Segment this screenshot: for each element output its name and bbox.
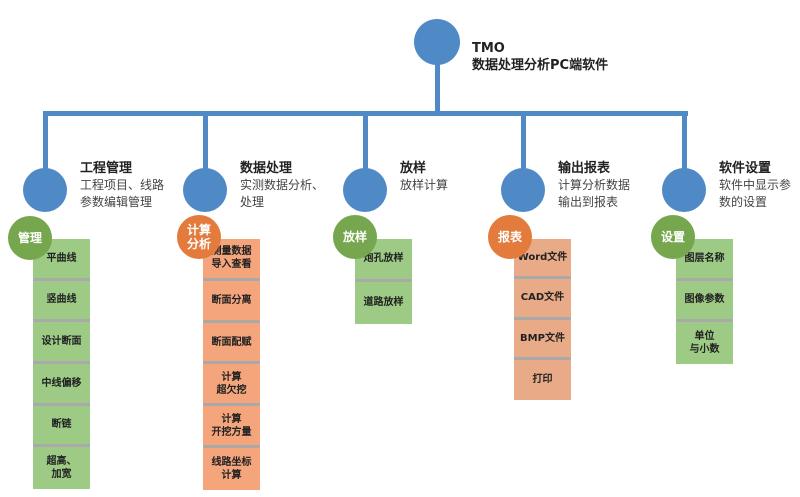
feature-item: 线路坐标 计算 bbox=[211, 457, 252, 482]
feature-item: 单位 与小数 bbox=[689, 331, 720, 356]
root-subtitle: 数据处理分析PC端软件 bbox=[472, 58, 609, 73]
branch-connector bbox=[363, 113, 368, 173]
branch-desc: 数的设置 bbox=[719, 195, 768, 209]
feature-item: 计算 开挖方量 bbox=[203, 406, 260, 449]
feature-item: 图像参数 bbox=[676, 281, 733, 323]
branch-label: 数据处理实测数据分析、处理 bbox=[240, 160, 324, 211]
branch-label: 软件设置软件中显示参数的设置 bbox=[719, 160, 791, 211]
root-title: TMO bbox=[472, 41, 505, 56]
feature-item: 断面分离 bbox=[203, 281, 260, 323]
branch-label: 工程管理工程项目、线路参数编辑管理 bbox=[80, 160, 164, 211]
feature-item: 断链 bbox=[33, 406, 90, 448]
feature-item: 打印 bbox=[532, 374, 553, 386]
branch-label: 输出报表计算分析数据输出到报表 bbox=[558, 160, 630, 211]
branch-desc: 软件中显示参 bbox=[719, 178, 792, 192]
branch-node bbox=[23, 168, 67, 212]
feature-item: BMP文件 bbox=[514, 320, 571, 360]
feature-item: 设计断面 bbox=[33, 322, 90, 364]
branch-title: 输出报表 bbox=[558, 161, 611, 176]
branch-node bbox=[343, 168, 387, 212]
branch-desc: 放样计算 bbox=[400, 178, 449, 192]
branch-badge: 计算 分析 bbox=[177, 215, 221, 259]
feature-item: 图层名称 bbox=[676, 239, 733, 281]
branch-connector bbox=[203, 113, 208, 173]
feature-item: 测量数据 导入查看 bbox=[203, 239, 260, 281]
branch-items: 图层名称图像参数单位 与小数 bbox=[676, 239, 733, 364]
branch-desc: 计算分析数据 bbox=[558, 178, 631, 192]
feature-item: 炮孔放样 bbox=[355, 239, 412, 282]
branch-desc: 参数编辑管理 bbox=[80, 195, 153, 209]
branch-title: 放样 bbox=[400, 161, 427, 176]
branch-badge: 报表 bbox=[488, 215, 532, 259]
branch-label: 放样放样计算 bbox=[400, 160, 448, 194]
root-label: TMO 数据处理分析PC端软件 bbox=[472, 40, 608, 74]
feature-item: Word文件 bbox=[514, 239, 571, 280]
branch-items: 平曲线竖曲线设计断面中线偏移断链超高、 加宽 bbox=[33, 239, 90, 489]
branch-badge: 放样 bbox=[333, 215, 377, 259]
branch-desc: 实测数据分析、 bbox=[240, 178, 325, 192]
branch-items: 测量数据 导入查看断面分离断面配赋计算 超欠挖计算 开挖方量线路坐标 计算 bbox=[203, 239, 260, 490]
branch-desc: 输出到报表 bbox=[558, 195, 619, 209]
feature-item: 超高、 加宽 bbox=[46, 456, 77, 481]
branch-connector bbox=[43, 113, 48, 173]
branch-title: 软件设置 bbox=[719, 161, 772, 176]
feature-item: 计算 超欠挖 bbox=[203, 364, 260, 407]
root-node bbox=[414, 19, 460, 65]
branch-title: 数据处理 bbox=[240, 161, 293, 176]
feature-item: 竖曲线 bbox=[33, 281, 90, 323]
feature-item: 断面配赋 bbox=[203, 323, 260, 365]
branch-connector bbox=[521, 113, 526, 173]
feature-item: 平曲线 bbox=[33, 239, 90, 281]
branch-badge: 管理 bbox=[8, 216, 52, 260]
branch-desc: 工程项目、线路 bbox=[80, 178, 165, 192]
branch-connector bbox=[682, 113, 687, 173]
feature-item: 中线偏移 bbox=[33, 364, 90, 406]
branch-desc: 处理 bbox=[240, 195, 265, 209]
branch-badge: 设置 bbox=[651, 215, 695, 259]
branch-node bbox=[662, 168, 706, 212]
feature-item: 道路放样 bbox=[363, 297, 404, 309]
branch-title: 工程管理 bbox=[80, 161, 133, 176]
branch-node bbox=[183, 168, 227, 212]
feature-item: CAD文件 bbox=[514, 279, 571, 320]
branch-node bbox=[501, 168, 545, 212]
